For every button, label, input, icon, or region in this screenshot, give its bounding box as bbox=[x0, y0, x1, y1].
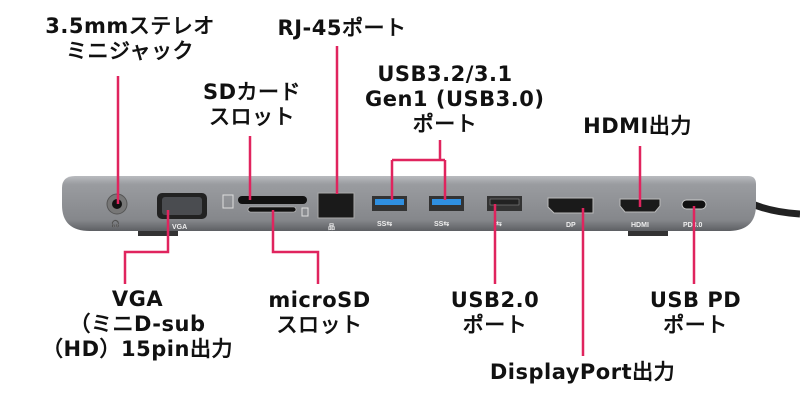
leader-vga bbox=[123, 210, 170, 284]
label-line: スロット bbox=[276, 313, 363, 337]
label-line: ポート bbox=[462, 313, 528, 337]
sd-card-icon bbox=[222, 194, 234, 209]
label-line: ポート bbox=[412, 112, 478, 136]
usb3-logo: SS⇆ bbox=[377, 220, 392, 228]
foot bbox=[628, 230, 668, 236]
cable bbox=[748, 199, 800, 218]
usb-logo: ⇆ bbox=[496, 220, 502, 228]
label-line: USB PD bbox=[649, 288, 742, 312]
usb3-logo: SS⇆ bbox=[434, 220, 449, 228]
label-line: 3.5mmステレオ bbox=[45, 14, 215, 38]
displayport-port bbox=[547, 197, 594, 214]
leader-microsd bbox=[271, 210, 320, 284]
label-sd: SDカードスロット bbox=[192, 80, 312, 130]
microsd-card-icon bbox=[301, 207, 309, 217]
label-line: VGA bbox=[111, 287, 164, 311]
label-line: microSD bbox=[268, 288, 371, 312]
label-line: （ミニD-sub bbox=[69, 312, 206, 336]
label-hdmi: HDMI出力 bbox=[570, 114, 705, 139]
hdmi-marking: HDMI bbox=[631, 222, 649, 229]
label-audio-jack: 3.5mmステレオミニジャック bbox=[30, 14, 230, 64]
label-line: Gen1 (USB3.0) bbox=[365, 87, 545, 111]
vga-marking: VGA bbox=[172, 224, 187, 231]
dp-marking: DP bbox=[566, 222, 576, 229]
network-icon: 品 bbox=[328, 222, 335, 231]
label-line: スロット bbox=[209, 105, 295, 129]
label-line: HDMI出力 bbox=[583, 114, 692, 138]
label-displayport: DisplayPort出力 bbox=[470, 360, 695, 385]
label-line: SDカード bbox=[202, 80, 302, 104]
label-rj45: RJ-45ポート bbox=[262, 16, 422, 41]
rj45-port bbox=[317, 192, 355, 219]
sd-slot bbox=[238, 196, 307, 204]
label-line: DisplayPort出力 bbox=[489, 360, 676, 384]
headphone-icon: 🎧 bbox=[111, 219, 120, 228]
label-vga: VGA（ミニD-sub（HD）15pin出力 bbox=[40, 287, 235, 362]
label-line: （HD）15pin出力 bbox=[42, 337, 233, 361]
label-line: RJ-45ポート bbox=[277, 16, 407, 40]
label-line: ミニジャック bbox=[66, 39, 194, 63]
label-line: ポート bbox=[663, 313, 728, 337]
foot bbox=[138, 230, 178, 236]
label-line: USB3.2/3.1 bbox=[377, 62, 513, 86]
leader-usb3 bbox=[390, 140, 447, 200]
leader-lines bbox=[116, 46, 696, 356]
label-line: USB2.0 bbox=[450, 288, 540, 312]
